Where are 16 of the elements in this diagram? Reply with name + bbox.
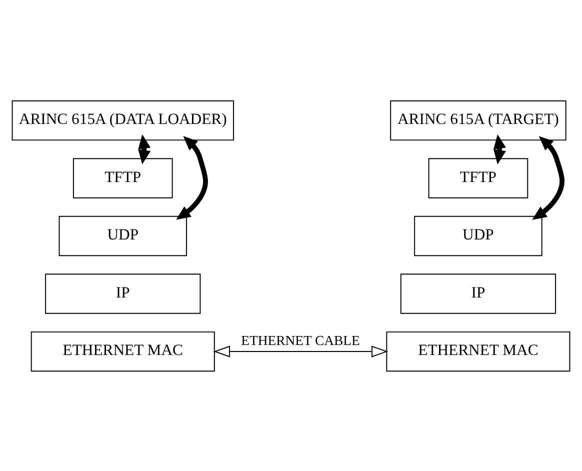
- node-box: TFTP: [72, 158, 173, 198]
- node-box: TFTP: [428, 158, 528, 198]
- node-box: IP: [400, 273, 556, 314]
- node-box: ETHERNET MAC: [30, 330, 215, 372]
- arrow: [213, 345, 388, 357]
- node-box: UDP: [414, 215, 542, 256]
- node-box: UDP: [58, 215, 187, 256]
- edge-label: ETHERNET CABLE: [241, 332, 360, 348]
- node-box: IP: [45, 273, 201, 314]
- arrow: [176, 136, 208, 220]
- arrow: [532, 136, 564, 220]
- arrow: [494, 134, 506, 164]
- node-box: ETHERNET MAC: [386, 330, 570, 372]
- arrow: [138, 134, 151, 164]
- node-box: ARINC 615A (DATA LOADER): [12, 100, 234, 140]
- node-box: ARINC 615A (TARGET): [390, 100, 566, 140]
